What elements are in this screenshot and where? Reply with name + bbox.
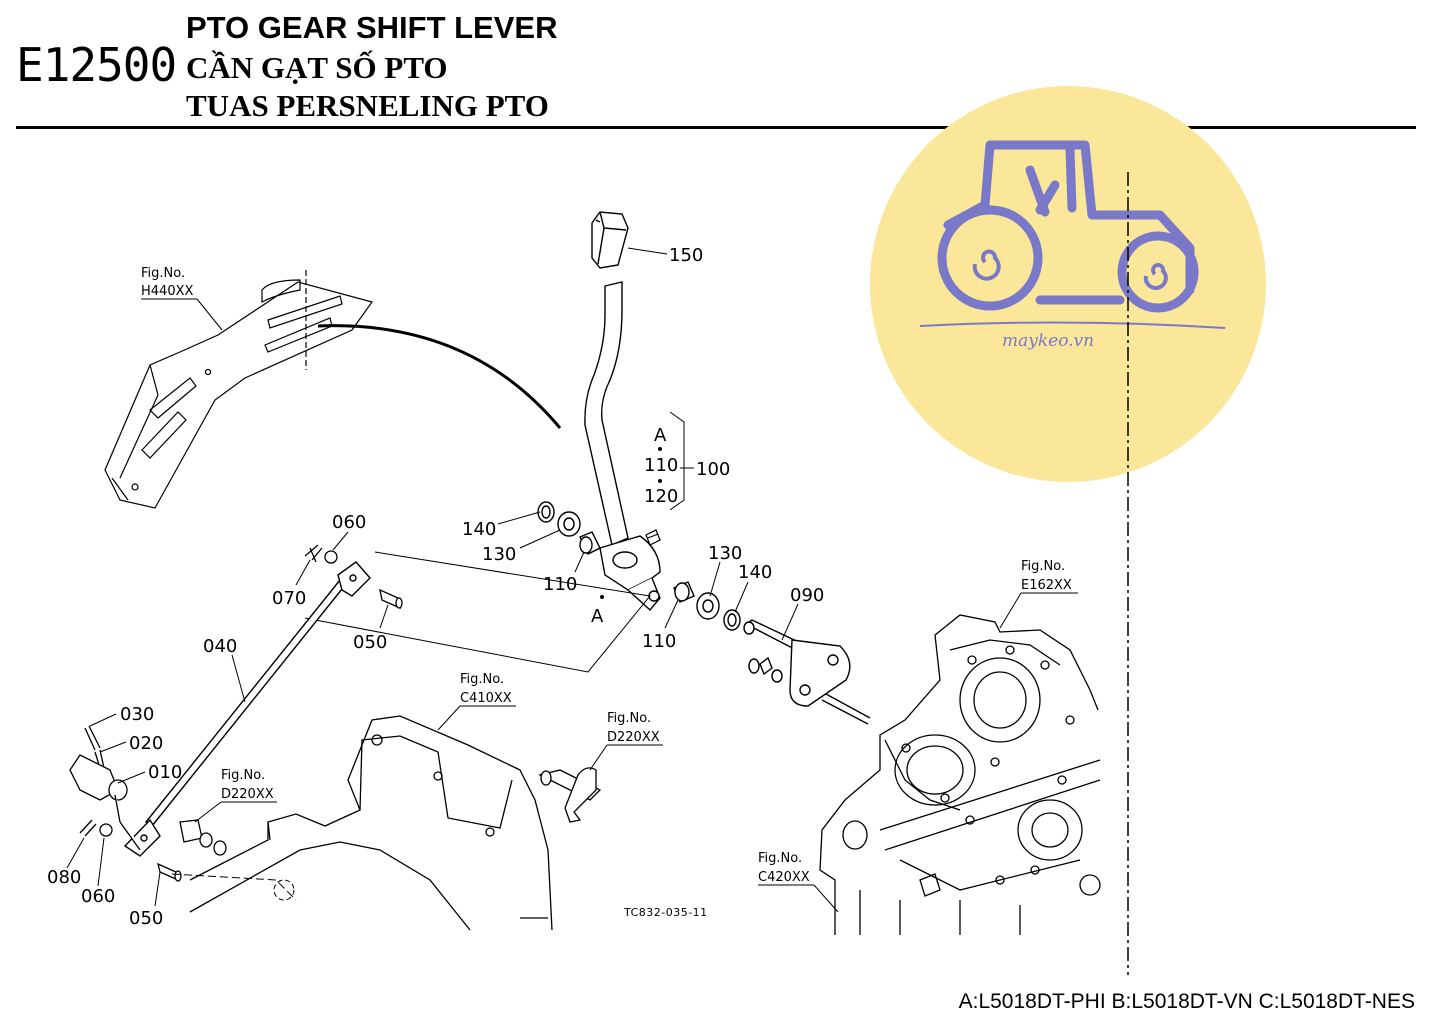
bolt-120 — [645, 529, 661, 546]
bracket-plate — [104, 270, 373, 509]
part-label-010: 010 — [148, 762, 182, 783]
left-bushing-stack — [537, 501, 601, 555]
svg-text:Fig.No.: Fig.No. — [141, 266, 185, 281]
watermark-underline — [919, 321, 1226, 329]
header-divider — [16, 126, 1416, 129]
part-label-110-right: 110 — [642, 631, 676, 652]
svg-text:C420XX: C420XX — [758, 870, 810, 885]
svg-text:Fig.No.: Fig.No. — [221, 768, 265, 783]
svg-text:E162XX: E162XX — [1021, 578, 1072, 593]
part-label-080: 080 — [47, 867, 81, 888]
part-label-030: 030 — [120, 704, 154, 725]
svg-text:Fig.No.: Fig.No. — [460, 672, 504, 687]
clevis-pin-top — [304, 544, 403, 610]
link-guide-line — [304, 551, 651, 673]
shift-shaft-090 — [743, 619, 871, 725]
part-label-150: 150 — [669, 245, 703, 266]
watermark: maykeo.vn — [870, 86, 1266, 482]
section-code: E12500 — [16, 38, 177, 92]
part-label-090: 090 — [790, 585, 824, 606]
part-label-a-top: A — [654, 425, 667, 446]
svg-text:D220XX: D220XX — [221, 787, 274, 802]
shift-fork-assembly — [69, 725, 227, 882]
part-labels — [66, 247, 799, 907]
title-indonesian: TUAS PERSNELING PTO — [186, 88, 549, 123]
part-label-100: 100 — [696, 459, 730, 480]
model-applicability: A:L5018DT-PHI B:L5018DT-VN C:L5018DT-NES — [958, 990, 1415, 1013]
shift-lever — [584, 281, 661, 612]
tractor-icon — [937, 140, 1199, 313]
hidden-line-left — [171, 873, 297, 901]
watermark-text: maykeo.vn — [1002, 331, 1094, 351]
fig-ref-d220-left: Fig.No. D220XX — [194, 768, 277, 823]
point-a-top-dot — [658, 447, 662, 451]
leader-curve — [317, 324, 562, 429]
svg-text:D220XX: D220XX — [607, 730, 660, 745]
part-label-020: 020 — [129, 733, 163, 754]
title-english: PTO GEAR SHIFT LEVER — [186, 10, 558, 45]
point-110-dot — [658, 479, 662, 483]
part-label-120: 120 — [644, 486, 678, 507]
part-label-060-top: 060 — [332, 512, 366, 533]
right-bushing-stack — [673, 581, 741, 631]
part-label-a-bottom: A — [591, 606, 604, 627]
point-a-bottom-dot — [600, 595, 604, 599]
part-label-070: 070 — [272, 588, 306, 609]
part-label-060-bottom: 060 — [81, 886, 115, 907]
watermark-circle — [870, 86, 1266, 482]
illustration-code: TC832-035-11 — [623, 906, 708, 919]
svg-text:Fig.No.: Fig.No. — [607, 711, 651, 726]
svg-text:Fig.No.: Fig.No. — [1021, 559, 1065, 574]
lever-grip — [591, 211, 629, 269]
svg-text:H440XX: H440XX — [141, 284, 193, 299]
fig-ref-c410: Fig.No. C410XX — [437, 672, 516, 731]
fig-ref-d220-right: Fig.No. D220XX — [589, 711, 663, 771]
part-label-130-left: 130 — [482, 544, 516, 565]
part-label-140-left: 140 — [462, 519, 496, 540]
fig-ref-e162: Fig.No. E162XX — [999, 559, 1078, 629]
part-label-140-right: 140 — [738, 562, 772, 583]
svg-text:C410XX: C410XX — [460, 691, 512, 706]
shift-fork-d220 — [538, 767, 602, 823]
wheel-swirl-right — [1143, 263, 1168, 290]
fig-ref-h440: Fig.No. H440XX — [141, 266, 223, 331]
part-label-130-right: 130 — [708, 543, 742, 564]
housing-c410 — [189, 715, 553, 931]
fig-ref-c420: Fig.No. C420XX — [758, 851, 839, 913]
part-label-050-top: 050 — [353, 632, 387, 653]
hidden-circle — [273, 879, 295, 901]
svg-text:Fig.No.: Fig.No. — [758, 851, 802, 866]
part-label-110-left: 110 — [543, 574, 577, 595]
wheel-swirl-left — [972, 249, 1001, 281]
transmission-case — [819, 614, 1101, 935]
part-label-040: 040 — [203, 636, 237, 657]
link-rod-040 — [123, 561, 371, 857]
title-vietnamese: CẦN GẠT SỐ PTO — [186, 50, 448, 85]
part-label-050-bottom: 050 — [129, 908, 163, 929]
part-label-110-top: 110 — [644, 455, 678, 476]
